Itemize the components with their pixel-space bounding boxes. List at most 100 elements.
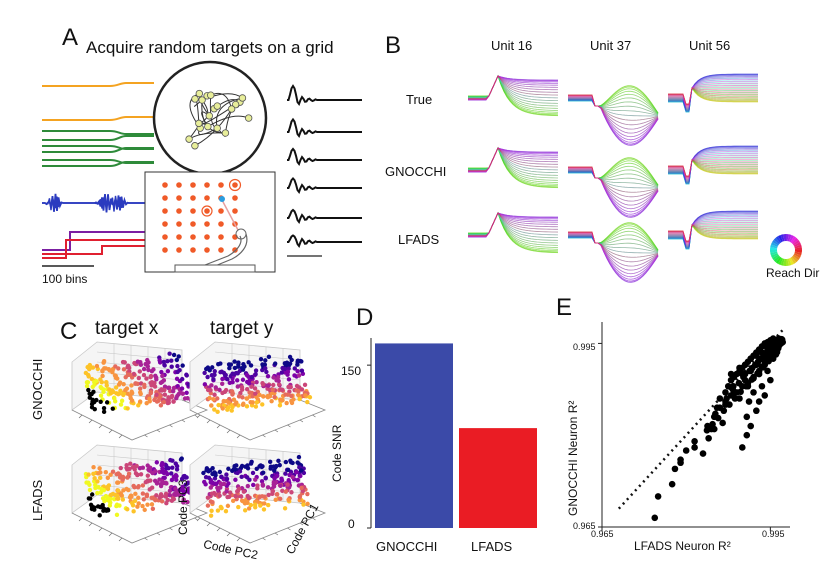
cloud-point: [121, 367, 127, 372]
target-dot: [176, 195, 182, 201]
cloud-point: [135, 472, 140, 478]
cloud-point: [290, 474, 295, 480]
psth-trace: [468, 74, 559, 116]
psth-trace: [668, 224, 759, 242]
cloud-point: [152, 478, 158, 484]
psth-trace: [468, 146, 559, 183]
cloud-point: [153, 373, 158, 379]
panel-a: [42, 60, 362, 273]
cloud-point: [145, 473, 151, 478]
cloud-point: [217, 387, 222, 393]
cloud-point: [128, 461, 133, 466]
psth-trace: [468, 147, 559, 174]
cloud-point: [269, 398, 274, 404]
cloud-point: [184, 475, 189, 480]
cloud-point: [237, 469, 243, 474]
cloud-point: [285, 482, 290, 487]
cloud-point: [295, 460, 300, 465]
psth-trace: [568, 94, 659, 130]
cloud-point: [108, 492, 114, 498]
psth-trace: [668, 220, 758, 250]
cloud-point: [167, 351, 172, 356]
cloud-point: [89, 492, 95, 497]
cloud-point: [297, 396, 302, 402]
cloud-point: [103, 469, 109, 475]
psth-trace: [668, 76, 759, 113]
target-dot: [176, 234, 182, 240]
cloud-point: [267, 459, 273, 465]
psth-trace: [668, 76, 759, 109]
cloud-point: [136, 501, 141, 506]
cloud-point: [100, 502, 105, 508]
target-dot: [204, 182, 210, 188]
psth-trace: [568, 234, 659, 252]
tick: [312, 517, 316, 521]
reach-dir-wheel-segment: [791, 237, 799, 245]
target-dot: [176, 247, 182, 253]
cloud-point: [98, 475, 103, 481]
psth-trace: [568, 94, 659, 117]
cloud-point: [185, 489, 190, 494]
psth-trace: [468, 147, 559, 176]
cloud-point: [215, 508, 221, 513]
psth-trace: [568, 166, 659, 202]
point-cloud: [202, 354, 313, 415]
psth-trace: [668, 149, 759, 180]
target-dot: [232, 182, 238, 188]
cloud-point: [265, 374, 271, 379]
cloud-point: [272, 468, 277, 473]
cloud-point: [216, 361, 221, 367]
cloud-point: [97, 466, 102, 471]
cloud-point: [289, 490, 294, 495]
cloud-point: [92, 475, 97, 481]
psth-trace: [668, 74, 759, 110]
axes-lfads-y: [189, 444, 327, 544]
cloud-point: [101, 359, 107, 364]
psth-trace: [468, 147, 559, 174]
target-dot: [218, 234, 224, 240]
network-node: [204, 122, 212, 131]
cloud-point: [238, 494, 244, 499]
psth-trace: [568, 94, 659, 116]
psth-trace: [568, 158, 659, 186]
cloud-point: [230, 404, 235, 410]
psth-trace: [468, 212, 559, 244]
psth-trace: [668, 224, 758, 249]
cloud-point: [283, 471, 288, 476]
psth-trace: [468, 212, 559, 237]
cloud-point: [272, 361, 278, 366]
grid-line: [96, 454, 183, 464]
cloud-point: [164, 465, 169, 471]
cloud-point: [241, 489, 247, 494]
neural-trace: [287, 117, 362, 139]
psth-trace: [668, 155, 758, 185]
cloud-point: [274, 463, 279, 469]
network-node: [191, 95, 199, 103]
reach-dir-wheel-segment: [770, 242, 779, 247]
cloud-point: [232, 365, 238, 371]
psth-trace: [668, 73, 759, 111]
psth-trace: [468, 212, 559, 236]
cloud-point: [175, 363, 180, 369]
psth-trace: [668, 214, 759, 245]
target-dot: [162, 221, 168, 227]
cloud-point: [115, 488, 121, 493]
cloud-point: [126, 365, 132, 371]
cloud-point: [177, 492, 182, 497]
psth-trace: [568, 97, 659, 146]
tick: [108, 532, 113, 537]
cloud-point: [253, 371, 258, 377]
psth-trace: [468, 74, 559, 111]
cloud-point: [91, 471, 96, 477]
psth-trace: [568, 230, 659, 252]
reach-dir-wheel-segment: [775, 256, 782, 264]
psth-trace: [468, 147, 559, 173]
psth-trace: [468, 147, 559, 176]
cloud-point: [86, 374, 91, 379]
scatter-point: [671, 465, 679, 473]
psth-trace: [568, 157, 659, 186]
cloud-point: [88, 496, 93, 501]
panel-a-title: Acquire random targets on a grid: [86, 38, 334, 57]
reach-dir-wheel-segment: [783, 234, 786, 242]
psth-trace: [668, 147, 759, 184]
